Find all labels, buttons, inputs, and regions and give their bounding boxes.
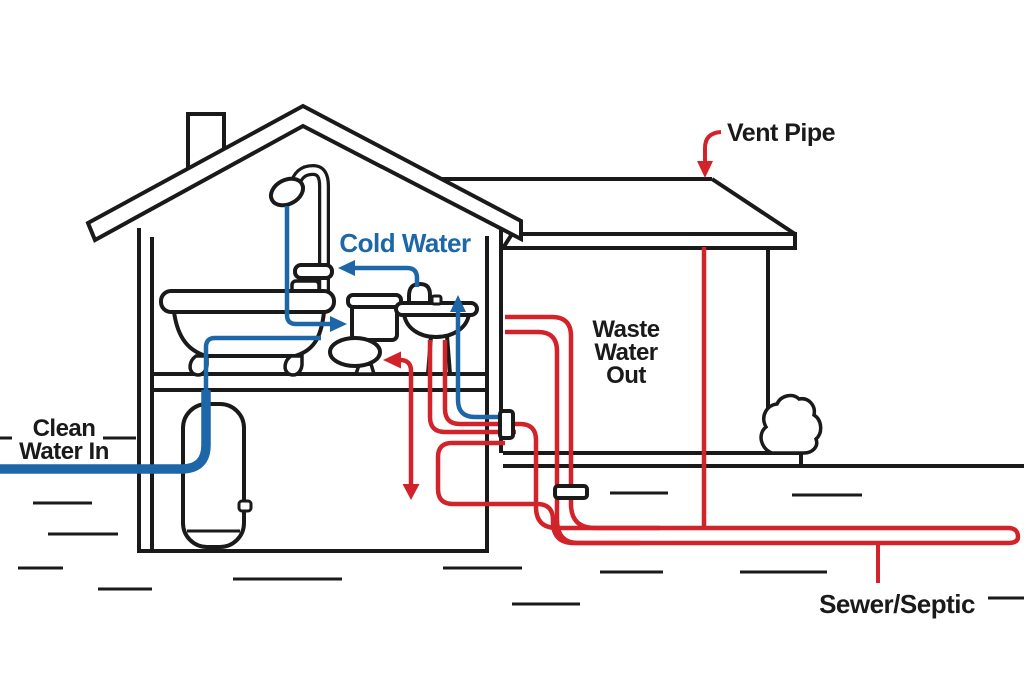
waste-arrow-left-icon [383, 351, 401, 369]
tub-supply-pipe [203, 335, 321, 392]
cold-water-branch-pipe [352, 265, 420, 287]
shower-supply-pipe [284, 206, 333, 327]
label-sewer-septic: Sewer/Septic [819, 589, 975, 619]
labels: Vent Pipe Cold Water Waste Water Out Cle… [19, 119, 975, 619]
label-clean-water-1: Clean [33, 415, 96, 442]
garage-structure [437, 177, 823, 455]
label-waste-water-3: Out [606, 362, 646, 389]
cold-arrow-right-icon [330, 316, 347, 332]
basement-drain-loop [435, 440, 1021, 546]
sink-faucet [407, 281, 432, 304]
bathtub [159, 289, 336, 377]
heater-drain-valve [237, 499, 253, 513]
chimney [186, 112, 226, 178]
sink-supply-pipe [455, 310, 500, 420]
underground-pipe-coupling [553, 484, 589, 500]
roof [85, 103, 523, 243]
wall-waste-pipe-upper [505, 314, 660, 531]
sink-drain-pipe-a [442, 340, 1021, 538]
wall-pass-through-fitting [498, 409, 515, 440]
soil-dashes [18, 491, 1024, 606]
label-waste-water-2: Water [594, 339, 657, 366]
bathroom-floor [152, 372, 487, 392]
bush [759, 393, 823, 455]
vent-arrow-down-icon [697, 161, 713, 178]
clean-water-main [0, 390, 211, 474]
shower-head [268, 176, 306, 208]
sink-faucet-handle [430, 294, 443, 306]
toilet-drain-pipe [399, 357, 414, 486]
shower-valve [293, 263, 334, 280]
label-vent-pipe: Vent Pipe [727, 119, 836, 147]
cold-arrow-up-icon [450, 295, 466, 312]
waste-arrow-down-icon [402, 484, 420, 500]
sink-bowl [401, 312, 472, 340]
supply-pipes [0, 206, 500, 474]
label-cold-water: Cold Water [339, 228, 471, 258]
vent-arrow-line [703, 130, 722, 164]
toilet-tank-lid [346, 293, 403, 309]
toilet [328, 293, 403, 376]
wall-waste-pipe-lower [505, 329, 640, 546]
ground-lines [0, 436, 1024, 606]
label-waste-water-1: Waste [592, 316, 659, 343]
water-heater [181, 402, 253, 549]
pipe-fittings [498, 409, 589, 500]
tub-body [171, 310, 327, 358]
garage-roof-top [437, 177, 797, 236]
toilet-bowl [328, 336, 382, 368]
tub-foot-right [283, 354, 304, 377]
tub-rim [159, 289, 336, 314]
garage-roof-fascia [499, 232, 797, 250]
shower [268, 163, 334, 295]
cold-arrow-left-icon [338, 260, 355, 276]
label-clean-water-2: Water In [19, 438, 109, 465]
